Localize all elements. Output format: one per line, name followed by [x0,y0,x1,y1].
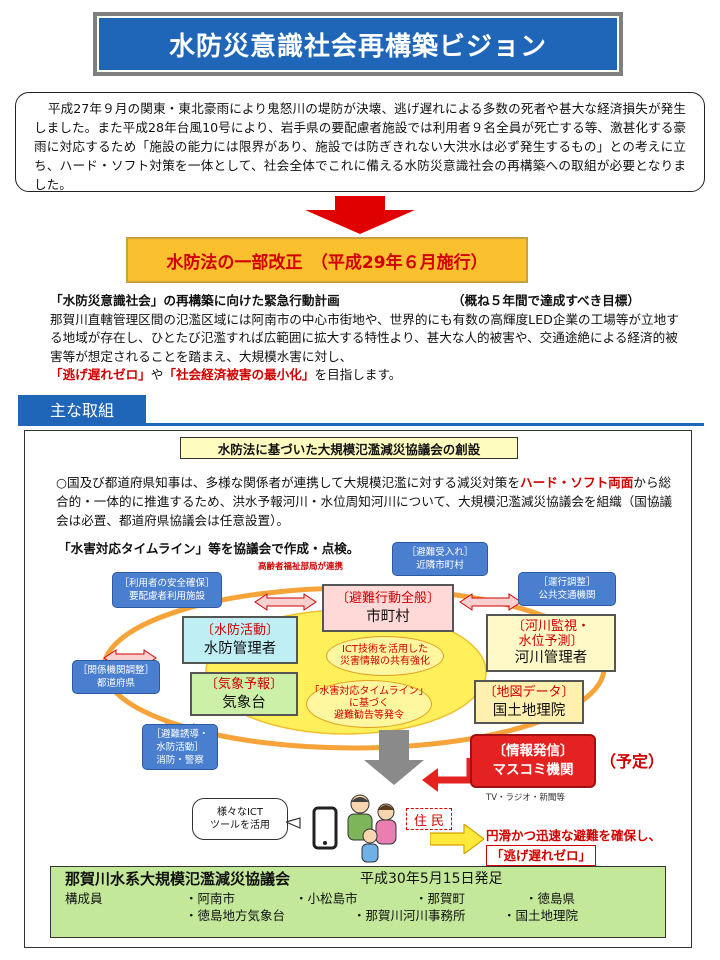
footer-title-row: 那賀川水系大規模氾濫減災協議会 平成30年5月15日発足 [65,871,651,888]
org-weather: 〔気象予報〕 気象台 [190,672,298,716]
box-evac-guide-org: 消防・警察 [156,754,204,766]
box-transport: ［運行調整］ 公共交通機関 [518,572,616,606]
box-relations-role: ［関係機関調整］ [77,665,154,676]
members-label: 構成員 [65,891,103,906]
link-arrow-icon [459,593,522,611]
media-role: 〔情報発信〕 [492,743,574,759]
members-row-1: 構成員 ・阿南市 ・小松島市 ・那賀町 ・徳島県 [65,890,651,907]
media-box: 〔情報発信〕 マスコミ機関 [470,734,596,788]
down-arrow-icon [305,196,415,234]
council-description: ○国及び都道府県知事は、多様な関係者が連携して大規模氾濫に対する減災対策をハード… [56,473,676,530]
org-gsi: 〔地図データ〕 国土地理院 [474,680,584,724]
org-city-role: 〔避難行動全般〕 [335,591,440,606]
member: ・徳島県 [525,891,576,906]
member: ・那賀町 [415,891,466,906]
org-city: 〔避難行動全般〕 市町村 [322,584,454,632]
timeline-evac-line2: に基づく [349,698,389,709]
plan-ending: を目指します。 [314,367,402,382]
media-planned: （予定） [600,752,665,771]
org-river-role: 〔河川監視・ [511,618,590,634]
media-arrowhead-icon [422,768,438,792]
residents-icon [347,794,397,863]
org-flood-name: 水防管理者 [203,641,277,657]
action-plan: 「水防災意識社会」の再構築に向けた緊急行動計画 （概ね５年間で達成すべき目標） … [50,292,690,385]
goal-minimize-damage: 「社会経済被害の最小化」 [163,367,315,382]
member: ・徳島地方気象台 [185,908,286,923]
council-title: 水防法に基づいた大規模氾濫減災協議会の創設 [180,437,518,459]
members-row-2: ・徳島地方気象台 ・那賀川河川事務所 ・国土地理院 [65,907,651,924]
evacuation-goal: 「逃げ遅れゼロ」 [486,845,597,866]
org-river: 〔河川監視・ 水位予測〕 河川管理者 [486,614,616,672]
box-transport-role: ［運行調整］ [538,577,596,588]
ict-sharing-line1: ICT技術を活用した [341,644,429,655]
amendment-box: 水防法の一部改正 （平成29年６月施行） [126,237,528,283]
title-banner: 水防災意識社会再構築ビジョン [93,12,623,76]
ict-sharing-line2: 災害情報の共有強化 [340,656,430,667]
box-relations-org: 都道府県 [96,678,135,689]
evacuation-line: 円滑かつ迅速な避難を確保し、 [486,828,662,843]
box-user-safety-org: 要配慮者利用施設 [128,591,205,602]
org-flood-fighting: 〔水防活動〕 水防管理者 [182,616,298,664]
welfare-note: 高齢者福祉部局が連携 [258,562,344,572]
timeline-evac-line3: 避難勧告等発令 [334,710,404,721]
timeline-evac-line1: 「水害対応タイムライン」 [309,686,429,697]
box-relations: ［関係機関調整］ 都道府県 [72,660,160,694]
council-desc-post: から総合的・一体的に推進するため、洪水予報河川・水位周知河川について、大規模氾濫… [56,475,673,528]
timeline-evac-label: 「水害対応タイムライン」 に基づく 避難勧告等発令 [306,680,432,728]
timeline-note: 「水害対応タイムライン」等を協議会で作成・点検。 [58,541,360,556]
box-evac-guide-role2: 水防活動］ [156,741,204,753]
box-evac-guide: ［避難誘導・ 水防活動］ 消防・警察 [142,724,218,770]
plan-heading-right: （概ね５年間で達成すべき目標） [451,293,640,308]
council-desc-red: ハード・ソフト両面 [520,475,634,490]
ict-bubble-line1: 様々なICT [216,807,264,818]
media-name: マスコミ機関 [492,762,574,778]
ict-bubble-line2: ツールを活用 [210,820,270,831]
council-name: 那賀川水系大規模氾濫減災協議会 [65,870,291,888]
council-founded: 平成30年5月15日発足 [360,871,503,887]
plan-body: 那賀川直轄管理区間の氾濫区域には阿南市の中心市街地や、世界的にも有数の高輝度LE… [50,311,690,385]
box-evac-accept-role: ［避難受入れ］ [406,547,474,558]
intro-text: 平成27年９月の関東・東北豪雨により鬼怒川の堤防が決壊、逃げ遅れによる多数の死者… [15,92,705,192]
ict-sharing-label: ICT技術を活用した 災害情報の共有強化 [326,636,444,676]
plan-heading: 「水防災意識社会」の再構築に向けた緊急行動計画 （概ね５年間で達成すべき目標） [50,292,690,311]
org-river-name: 河川管理者 [514,649,588,666]
goal-no-delay: 「逃げ遅れゼロ」 [50,367,151,382]
box-user-safety: ［利用者の安全確保］ 要配慮者利用施設 [112,572,222,608]
plan-body-text: 那賀川直轄管理区間の氾濫区域には阿南市の中心市街地や、世界的にも有数の高輝度LE… [50,311,679,364]
link-arrow-icon [254,593,317,611]
org-city-name: 市町村 [366,609,410,625]
downflow-arrow-icon [364,730,424,785]
member: ・那賀川河川事務所 [353,908,466,923]
plan-heading-left: 「水防災意識社会」の再構築に向けた緊急行動計画 [50,293,340,308]
council-desc-pre: ○国及び都道府県知事は、多様な関係者が連携して大規模氾濫に対する減災対策を [56,475,520,490]
page-title: 水防災意識社会再構築ビジョン [97,16,619,72]
section-tab: 主な取組 [18,395,146,423]
member: ・阿南市 [185,891,236,906]
member: ・小松島市 [295,891,358,906]
plan-joiner: や [150,367,164,382]
box-evac-accept: ［避難受入れ］ 近隣市町村 [392,542,488,576]
box-evac-accept-org: 近隣市町村 [416,560,464,571]
council-footer: 那賀川水系大規模氾濫減災協議会 平成30年5月15日発足 構成員 ・阿南市 ・小… [50,866,666,938]
org-river-role2: 水位予測〕 [518,633,584,649]
media-sub: TV・ラジオ・新聞等 [486,793,565,803]
org-weather-role: 〔気象予報〕 [204,677,283,692]
right-arrow-icon [430,824,484,854]
evacuation-text: 円滑かつ迅速な避難を確保し、 「逃げ遅れゼロ」 [486,826,661,866]
smartphone-icon [286,806,338,850]
box-user-safety-role: ［利用者の安全確保］ [119,578,215,589]
org-gsi-role: 〔地図データ〕 [483,685,575,700]
org-weather-name: 気象台 [222,695,266,711]
org-gsi-name: 国土地理院 [492,703,566,719]
residents-label: 住 民 [406,808,452,830]
org-flood-role: 〔水防活動〕 [200,623,279,638]
box-evac-guide-role1: ［避難誘導・ [151,728,209,740]
member: ・国土地理院 [503,908,579,923]
ict-bubble: 様々なICT ツールを活用 [192,798,288,840]
media-arrow-icon [434,758,474,784]
section-divider [18,423,704,426]
box-transport-org: 公共交通機関 [538,590,596,601]
